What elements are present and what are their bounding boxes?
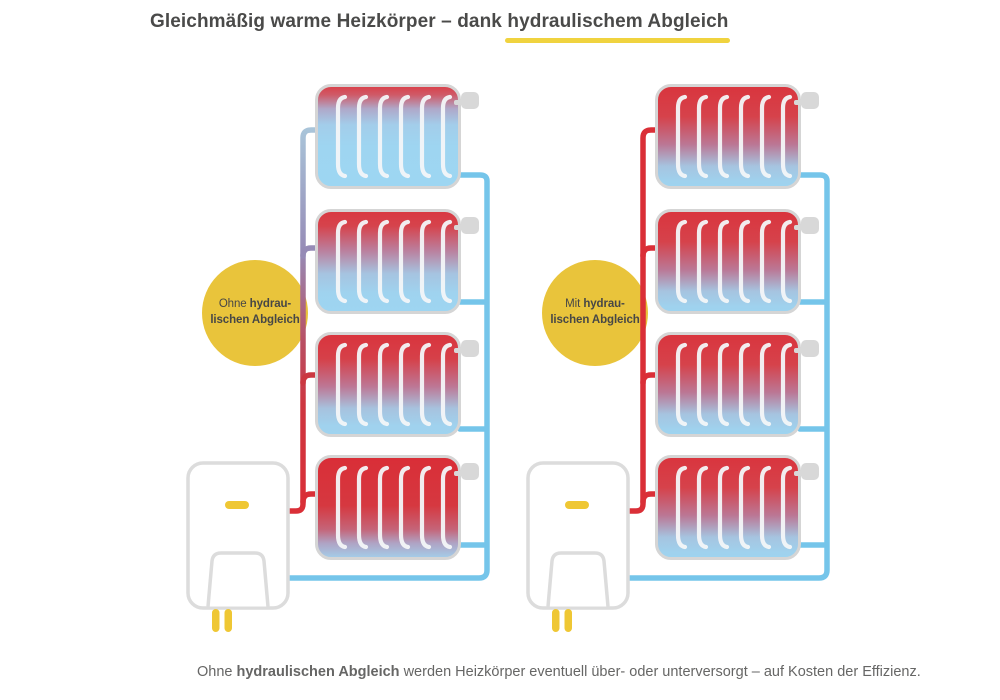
radiator-fins-icon — [675, 465, 793, 550]
radiator-valve-knob — [461, 463, 479, 480]
supply-pipe — [286, 127, 325, 514]
radiator-valve-knob — [801, 217, 819, 234]
panel-with-balancing: Mit hydrau- lischen Abgleich — [510, 58, 840, 658]
radiator-1-cold — [315, 84, 479, 189]
badge-text: Ohne hydrau- lischen Abgleich — [210, 297, 299, 328]
badge-without-balancing: Ohne hydrau- lischen Abgleich — [202, 260, 308, 366]
title-highlight-text: hydraulischem Abgleich — [507, 11, 729, 32]
supply-stub-pipe — [300, 245, 325, 259]
radiator-fins-icon — [675, 219, 793, 304]
footer-caption: Ohne hydraulischen Abgleich werden Heizk… — [197, 664, 921, 680]
radiator-fins-icon — [335, 342, 453, 427]
radiator-2-balanced — [655, 209, 819, 314]
boiler-leg — [224, 609, 232, 632]
radiator-3-balanced — [655, 332, 819, 437]
radiator-valve-knob — [801, 463, 819, 480]
radiator-valve-stem — [454, 348, 466, 353]
radiators-group — [510, 58, 840, 658]
caption-bold: hydraulischen Abgleich — [236, 664, 400, 680]
badge-bold-line2: lischen Abgleich — [550, 314, 640, 326]
radiator-fins-icon — [675, 342, 793, 427]
radiator-valve-stem — [794, 471, 806, 476]
badge-bold-line2: lischen Abgleich — [210, 314, 300, 326]
pipes — [626, 127, 830, 581]
caption-suffix: werden Heizkörper eventuell über- oder u… — [403, 664, 921, 680]
supply-stub-pipe — [300, 372, 325, 386]
badge-bold-line1: hydrau- — [249, 298, 292, 311]
boiler-leg — [212, 609, 220, 632]
radiator-valve-stem — [794, 348, 806, 353]
radiator-fins-icon — [335, 219, 453, 304]
boiler-door — [206, 551, 270, 607]
radiator-fins-icon — [675, 94, 793, 179]
radiators-group — [170, 58, 500, 658]
return-pipe — [626, 172, 830, 581]
badge-with-balancing: Mit hydrau- lischen Abgleich — [542, 260, 648, 366]
boiler-indicator-light — [565, 501, 589, 509]
radiator-2-cool — [315, 209, 479, 314]
radiator-3-warm — [315, 332, 479, 437]
supply-stub-pipe — [300, 491, 325, 505]
radiator-valve-stem — [454, 225, 466, 230]
radiator-valve-knob — [461, 340, 479, 357]
badge-prefix: Mit — [565, 298, 581, 311]
radiator-valve-knob — [801, 340, 819, 357]
pipes — [286, 127, 490, 581]
title-underline-accent — [505, 38, 731, 43]
boiler-icon — [186, 461, 290, 632]
panel-without-balancing: Ohne hydrau- lischen Abgleich — [170, 58, 500, 658]
boiler-indicator-light — [225, 501, 249, 509]
boiler-door — [546, 551, 610, 607]
radiator-valve-stem — [454, 471, 466, 476]
radiator-valve-knob — [461, 217, 479, 234]
radiator-valve-stem — [794, 100, 806, 105]
radiator-fins-icon — [335, 94, 453, 179]
radiator-4-balanced — [655, 455, 819, 560]
radiator-valve-stem — [794, 225, 806, 230]
badge-bold-line1: hydrau- — [583, 298, 625, 311]
caption-prefix: Ohne — [197, 664, 233, 680]
boiler-leg — [564, 609, 572, 632]
return-pipe — [286, 172, 490, 581]
badge-prefix: Ohne — [218, 298, 247, 311]
boiler-icon — [526, 461, 630, 632]
title-highlight: hydraulischem Abgleich — [505, 11, 731, 43]
supply-stub-pipe — [640, 245, 665, 259]
radiator-valve-stem — [454, 100, 466, 105]
radiator-4-hot — [315, 455, 479, 560]
supply-pipe — [626, 127, 665, 514]
boiler-leg — [552, 609, 560, 632]
radiator-valve-knob — [461, 92, 479, 109]
radiator-1-balanced — [655, 84, 819, 189]
title-plain-text: Gleichmäßig warme Heizkörper – dank — [150, 11, 502, 32]
page-title: Gleichmäßig warme Heizkörper – dank hydr… — [150, 11, 731, 43]
radiator-valve-knob — [801, 92, 819, 109]
badge-text: Mit hydrau- lischen Abgleich — [550, 297, 639, 328]
radiator-fins-icon — [335, 465, 453, 550]
supply-stub-pipe — [640, 372, 665, 386]
supply-stub-pipe — [640, 491, 665, 505]
